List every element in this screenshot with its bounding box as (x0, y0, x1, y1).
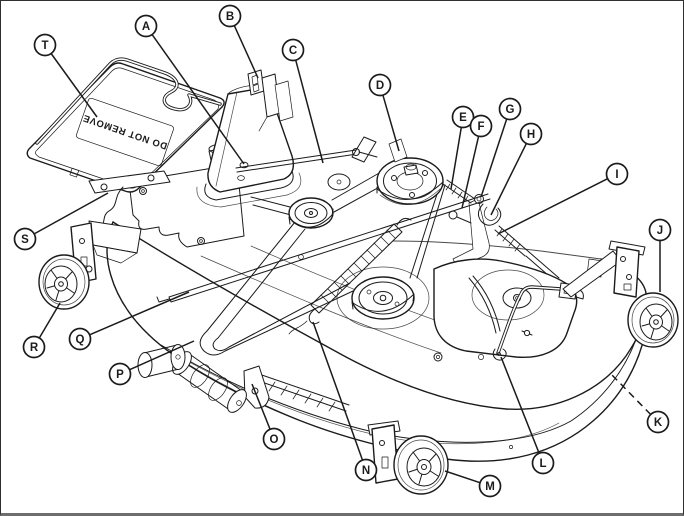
callout-bubble-H (519, 122, 543, 146)
callout-D: D (368, 73, 400, 152)
callout-I: I (497, 162, 629, 235)
callout-H: H (490, 122, 543, 216)
lift-rod (235, 136, 408, 173)
callout-C: C (281, 38, 324, 164)
center-spindle-pulley (351, 276, 415, 320)
callout-N: N (312, 321, 378, 482)
callout-letter-S: S (21, 234, 29, 246)
belt-shield: DO NOT REMOVE (26, 57, 225, 230)
callout-letter-L: L (539, 458, 546, 470)
callout-bubble-N (354, 458, 378, 482)
callout-P: P (108, 340, 195, 386)
callout-letter-R: R (30, 342, 39, 354)
callout-J: J (648, 218, 672, 292)
left-spindle-pulley (288, 197, 334, 229)
callout-F: F (461, 114, 493, 209)
callout-letter-I: I (615, 169, 618, 181)
callout-bubble-B (218, 4, 242, 28)
callout-letter-B: B (226, 11, 234, 23)
rear-bracket-b (247, 69, 294, 132)
callout-letter-T: T (41, 40, 48, 52)
callout-Q: Q (68, 291, 190, 351)
leader-line-D (382, 94, 400, 152)
idler-pulley (327, 173, 351, 191)
callout-letter-D: D (376, 80, 384, 92)
rear-right-hanger (562, 240, 646, 298)
leader-line-Q (89, 291, 190, 336)
callout-letter-C: C (289, 45, 297, 57)
leader-line-L (500, 356, 540, 454)
leader-line-K (611, 374, 652, 416)
callout-bubble-M (478, 474, 502, 498)
callout-bubble-O (262, 427, 286, 451)
callout-letter-N: N (362, 465, 370, 477)
callout-G: G (480, 97, 522, 198)
callout-bubble-D (368, 73, 392, 97)
callout-letter-F: F (477, 121, 484, 133)
callout-S: S (13, 192, 109, 251)
callout-R: R (22, 302, 61, 359)
callout-E: E (450, 105, 475, 190)
left-hanger (70, 220, 142, 284)
leader-line-C (294, 59, 324, 164)
engine-drive-pulley (376, 157, 444, 206)
callout-layer: A B C D EF G H I J K L M N O P Q R S T (13, 4, 672, 498)
callout-letter-M: M (485, 481, 495, 493)
leader-line-F (461, 136, 480, 209)
leader-line-S (33, 192, 109, 235)
front-gauge-wheel (393, 435, 449, 495)
callout-letter-A: A (142, 21, 150, 33)
belts (199, 171, 446, 356)
callout-bubble-S (13, 227, 37, 251)
tension-spring (288, 217, 412, 335)
callout-letter-E: E (459, 112, 467, 124)
rear-gauge-wheel (627, 292, 679, 348)
leader-line-I (497, 178, 608, 235)
callout-bubble-E (451, 105, 475, 129)
callout-bubble-J (648, 218, 672, 242)
callout-L: L (500, 356, 555, 475)
left-roller-drum (137, 344, 186, 378)
callout-bubble-L (531, 451, 555, 475)
callout-letter-J: J (657, 225, 663, 237)
callout-bubble-I (605, 162, 629, 186)
leader-line-E (450, 127, 463, 190)
callout-K: K (611, 374, 670, 434)
front-left-gauge-wheel (38, 254, 93, 310)
callout-letter-Q: Q (76, 334, 85, 346)
callout-T: T (33, 33, 98, 118)
callout-bubble-F (469, 114, 493, 138)
leader-line-R (38, 302, 61, 339)
mulch-baffle (433, 258, 604, 362)
callout-letter-P: P (116, 369, 124, 381)
leader-line-T (50, 53, 98, 118)
callout-letter-K: K (654, 417, 663, 429)
leader-line-N (312, 321, 364, 461)
callout-letter-H: H (527, 129, 535, 141)
callout-bubble-G (498, 97, 522, 121)
callout-bubble-K (646, 410, 670, 434)
leader-line-B (233, 25, 259, 79)
callout-letter-O: O (270, 434, 279, 446)
callout-bubble-P (108, 362, 132, 386)
leader-line-P (129, 340, 195, 371)
leader-line-M (444, 470, 481, 484)
callout-O: O (251, 383, 286, 451)
callout-bubble-R (22, 335, 46, 359)
callout-M: M (444, 470, 502, 498)
callout-bubble-T (33, 33, 57, 57)
leader-line-O (251, 383, 271, 430)
callout-letter-G: G (506, 104, 515, 116)
callout-bubble-Q (68, 327, 92, 351)
callout-A: A (134, 14, 245, 165)
leader-line-H (490, 143, 528, 216)
leader-line-A (151, 34, 245, 165)
callout-bubble-A (134, 14, 158, 38)
callout-B: B (218, 4, 259, 79)
roller-bracket (243, 365, 270, 409)
callout-bubble-C (281, 38, 305, 62)
leader-line-G (480, 118, 508, 198)
